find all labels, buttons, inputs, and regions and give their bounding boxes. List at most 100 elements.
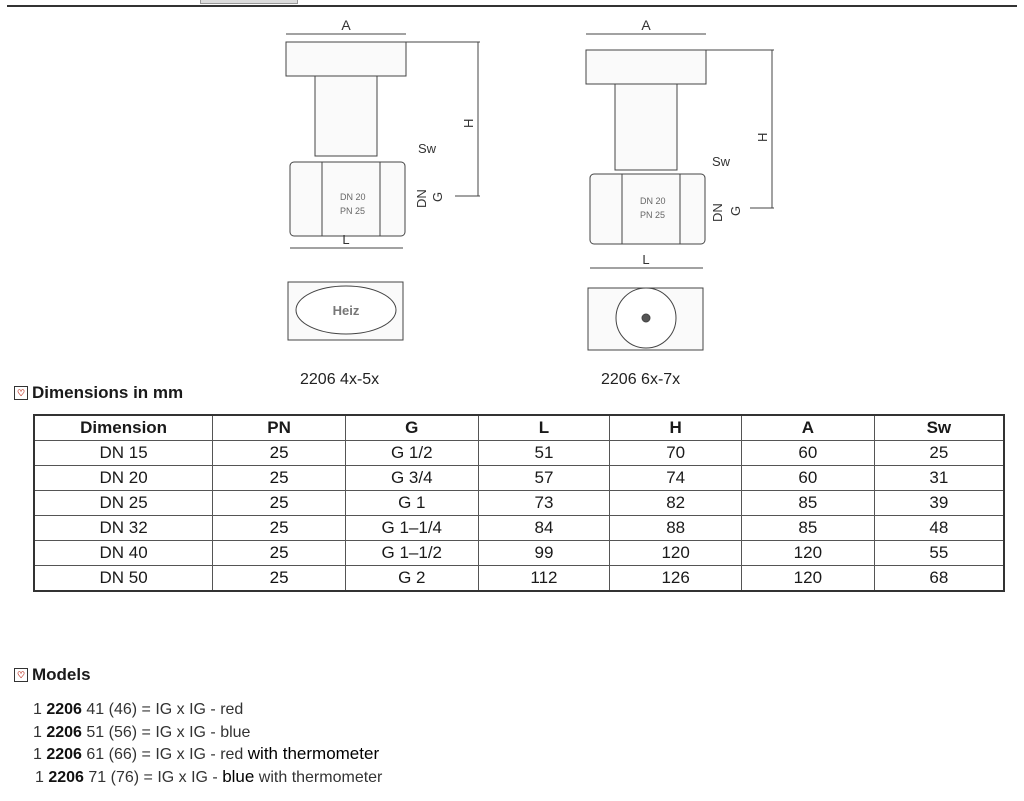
table-cell: 25 — [212, 490, 346, 516]
dim-label-dn: DN — [710, 203, 725, 222]
dimensions-heading: ♡ Dimensions in mm — [14, 383, 183, 403]
dim-label-g: G — [430, 192, 445, 202]
table-cell: 48 — [873, 515, 1005, 541]
table-cell: 73 — [477, 490, 611, 516]
dim-label-dn: DN — [414, 189, 429, 208]
model-extra: blue — [222, 766, 255, 786]
heart-icon: ♡ — [14, 386, 28, 400]
model-prefix: 1 — [33, 723, 47, 741]
table-cell: 120 — [741, 565, 875, 592]
top-divider — [7, 5, 1017, 7]
table-cell: G 1–1/4 — [344, 515, 479, 541]
table-cell: DN 40 — [33, 540, 214, 566]
table-cell: 85 — [741, 515, 875, 541]
table-cell: 57 — [477, 465, 611, 491]
model-prefix: 1 — [33, 701, 47, 718]
dim-label-l: L — [642, 252, 649, 267]
model-rest: 41 (46) = IG x IG - red — [81, 701, 244, 718]
dim-label-g: G — [728, 206, 743, 216]
svg-text:PN 25: PN 25 — [640, 210, 665, 220]
table-cell: DN 20 — [33, 465, 214, 491]
model-tail: with thermometer — [254, 768, 383, 786]
drawing-caption: 2206 6x-7x — [601, 371, 681, 388]
valve-drawing-4x-5x: A DN 20 PN 25 H Sw DN G L Heiz — [285, 17, 480, 341]
table-cell: 84 — [477, 515, 611, 541]
table-cell: DN 50 — [33, 565, 214, 592]
table-cell: 25 — [212, 465, 346, 491]
table-cell: 51 — [477, 440, 611, 466]
table-cell: G 2 — [344, 565, 479, 592]
table-cell: DN 32 — [33, 515, 214, 541]
model-code: 2206 — [46, 746, 82, 763]
model-extra: with thermometer — [247, 744, 380, 763]
table-cell: 39 — [873, 490, 1005, 516]
dim-label-h: H — [461, 119, 476, 128]
dim-label-l: L — [342, 232, 349, 247]
table-cell: 99 — [477, 540, 611, 566]
dim-label-h: H — [755, 133, 770, 142]
model-item: 1 2206 41 (46) = IG x IG - red — [33, 698, 382, 721]
table-cell: G 3/4 — [344, 465, 479, 491]
model-code: 2206 — [46, 723, 82, 741]
svg-text:DN 20: DN 20 — [640, 196, 666, 206]
table-cell: 31 — [873, 465, 1005, 491]
models-heading: ♡ Models — [14, 665, 91, 685]
model-item: 1 2206 51 (56) = IG x IG - blue — [33, 721, 382, 744]
model-item: 1 2206 71 (76) = IG x IG - blue with the… — [35, 766, 382, 789]
column-header: L — [477, 414, 611, 441]
table-cell: 126 — [609, 565, 743, 592]
column-header: Dimension — [33, 414, 214, 441]
model-rest: 61 (66) = IG x IG - red — [81, 746, 248, 763]
table-cell: 25 — [212, 565, 346, 592]
table-cell: 85 — [741, 490, 875, 516]
model-rest: 51 (56) = IG x IG - blue — [81, 723, 251, 741]
table-cell: 60 — [741, 465, 875, 491]
column-header: H — [609, 414, 743, 441]
column-header: A — [741, 414, 875, 441]
model-prefix: 1 — [35, 768, 49, 786]
table-cell: 25 — [873, 440, 1005, 466]
svg-text:PN 25: PN 25 — [340, 206, 365, 216]
dim-label-a: A — [341, 17, 351, 33]
column-header: Sw — [873, 414, 1005, 441]
column-header: G — [344, 414, 479, 441]
table-cell: DN 25 — [33, 490, 214, 516]
table-cell: 112 — [477, 565, 611, 592]
heart-icon: ♡ — [14, 668, 28, 682]
drawing-caption: 2206 4x-5x — [300, 371, 380, 388]
table-cell: 120 — [609, 540, 743, 566]
table-cell: 70 — [609, 440, 743, 466]
table-cell: 55 — [873, 540, 1005, 566]
heiz-logo: Heiz — [333, 303, 360, 318]
dimensions-title: Dimensions in mm — [32, 383, 184, 402]
table-cell: 68 — [873, 565, 1005, 592]
table-cell: 25 — [212, 540, 346, 566]
top-tab — [200, 0, 298, 4]
table-cell: DN 15 — [33, 440, 214, 466]
table-cell: 60 — [741, 440, 875, 466]
table-cell: G 1/2 — [344, 440, 479, 466]
models-title: Models — [32, 665, 91, 684]
svg-text:DN 20: DN 20 — [340, 192, 366, 202]
model-prefix: 1 — [33, 746, 47, 763]
table-cell: 25 — [212, 440, 346, 466]
model-item: 1 2206 61 (66) = IG x IG - red with ther… — [33, 743, 382, 766]
table-cell: 88 — [609, 515, 743, 541]
model-code: 2206 — [48, 768, 84, 786]
dim-label-sw: Sw — [712, 154, 731, 169]
dim-label-a: A — [641, 17, 651, 33]
model-rest: 71 (76) = IG x IG - — [83, 768, 223, 786]
table-cell: 120 — [741, 540, 875, 566]
table-cell: 74 — [609, 465, 743, 491]
table-cell: G 1 — [344, 490, 479, 516]
